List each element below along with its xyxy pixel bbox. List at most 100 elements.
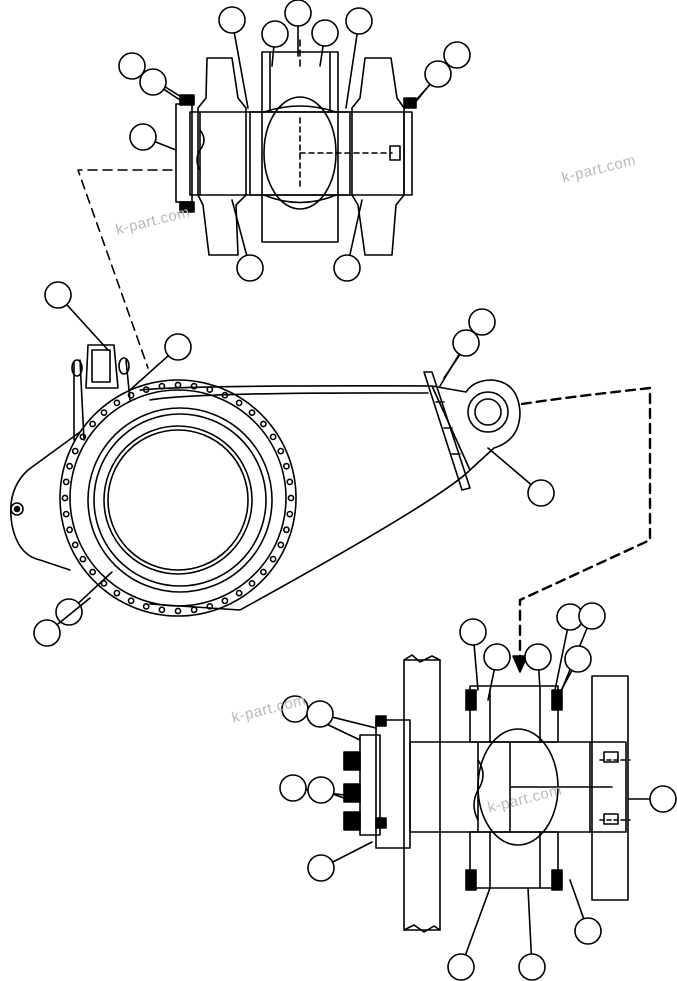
ring-bolt-hole	[248, 580, 256, 587]
callout-balloon	[164, 333, 192, 361]
ring-bolt-hole	[71, 447, 79, 455]
callout-leader	[487, 447, 532, 486]
callout-leader	[348, 199, 363, 257]
ring-bolt-hole	[282, 462, 290, 470]
callout-balloon	[129, 123, 157, 151]
top-pivot-assembly	[175, 39, 417, 256]
left-flange	[9, 431, 81, 571]
callout-balloon	[564, 645, 592, 673]
callout-leader	[527, 887, 533, 955]
ring-bolt-hole	[259, 420, 267, 428]
ring-bolt-hole	[269, 555, 277, 563]
ring-bolt-hole	[127, 597, 135, 605]
callout-balloon	[55, 598, 83, 626]
boss-pin-hole	[467, 391, 509, 433]
callout-leader	[331, 716, 377, 729]
ring-bolt-hole	[190, 606, 198, 614]
right-frame-rail	[591, 675, 629, 901]
ring-bolt-hole	[113, 589, 121, 597]
callout-balloon	[447, 953, 475, 981]
cap-bolt-top	[179, 94, 195, 106]
callout-balloon	[574, 917, 602, 945]
bolt-ring	[59, 379, 297, 617]
ring-bolt-hole	[174, 381, 182, 389]
ring-bolt-hole	[286, 510, 294, 518]
callout-leader	[56, 597, 91, 626]
callout-leader	[345, 33, 358, 109]
right-fork-ear	[351, 57, 405, 256]
callout-leader	[129, 354, 170, 391]
ring-bolt-hole	[158, 382, 166, 390]
ring-bolt-hole	[79, 555, 87, 563]
ring-bolt-hole	[158, 606, 166, 614]
ring-bolt-hole	[235, 589, 243, 597]
ring-bolt-hole	[259, 568, 267, 576]
nut-2	[343, 783, 361, 803]
ring-bolt-hole	[269, 433, 277, 441]
lower-clamp	[469, 831, 559, 889]
bearing-inner-race	[93, 413, 267, 587]
mounting-block	[375, 719, 411, 849]
callout-balloon	[468, 308, 496, 336]
ring-bolt-hole	[61, 494, 69, 502]
grease-fitting	[389, 145, 401, 161]
ring-bolt-hole	[142, 386, 150, 393]
callout-balloon	[424, 60, 452, 88]
ring-bolt-hole	[66, 462, 73, 470]
callout-leader	[332, 793, 345, 799]
callout-leader	[319, 45, 324, 67]
ring-bolt-hole	[221, 597, 229, 605]
ring-bolt-hole	[287, 494, 295, 502]
ring-bolt-hole	[66, 526, 73, 534]
callout-leader	[569, 879, 585, 920]
ring-bolt-hole	[113, 399, 121, 407]
ring-bolt-hole	[277, 447, 285, 455]
callout-leader	[473, 644, 479, 691]
callout-balloon	[443, 41, 471, 69]
callout-balloon	[345, 7, 373, 35]
callout-balloon	[649, 785, 677, 813]
callout-leader	[487, 668, 496, 701]
callout-balloon	[452, 329, 480, 357]
ring-bolt-hole	[282, 526, 290, 534]
bottom-view-leader	[518, 386, 652, 670]
callout-balloons	[33, 0, 677, 981]
ring-bolt-hole	[174, 607, 182, 615]
callout-balloon	[483, 643, 511, 671]
ring-bolt-hole	[89, 420, 96, 428]
callout-leader	[163, 88, 187, 105]
callout-balloon	[284, 0, 312, 27]
callout-balloon	[236, 254, 264, 282]
callout-leader	[233, 31, 249, 109]
cap-bolt-bottom	[179, 201, 195, 213]
arm-body	[139, 385, 471, 611]
ring-bolt-hole	[235, 399, 243, 407]
upper-clamp	[469, 685, 559, 743]
weld-plate	[423, 371, 471, 491]
ring-bolt-hole	[206, 386, 214, 393]
ring-bolt-hole	[221, 391, 229, 399]
left-fork-ear	[197, 57, 247, 256]
ring-bolt-hole	[277, 541, 285, 549]
callout-balloon	[311, 19, 339, 47]
right-cap-bolt	[403, 97, 417, 109]
ring-bolts	[61, 381, 295, 615]
callout-balloon	[261, 20, 289, 48]
callout-leader	[439, 353, 461, 387]
callout-balloon	[279, 774, 307, 802]
callout-leader	[555, 669, 573, 701]
callout-leader	[331, 841, 373, 863]
rubber-mount	[85, 344, 119, 389]
ring-bolt-hole	[248, 409, 256, 416]
bottom-pivot-assembly	[343, 654, 631, 933]
ring-bolt-hole	[71, 541, 79, 549]
callout-leader	[464, 887, 491, 956]
callout-leader	[154, 141, 177, 151]
callout-balloon	[118, 52, 146, 80]
nut-1	[343, 751, 361, 771]
callout-balloon	[33, 619, 61, 647]
bearing-outer-race	[87, 407, 273, 593]
callout-balloon	[459, 618, 487, 646]
